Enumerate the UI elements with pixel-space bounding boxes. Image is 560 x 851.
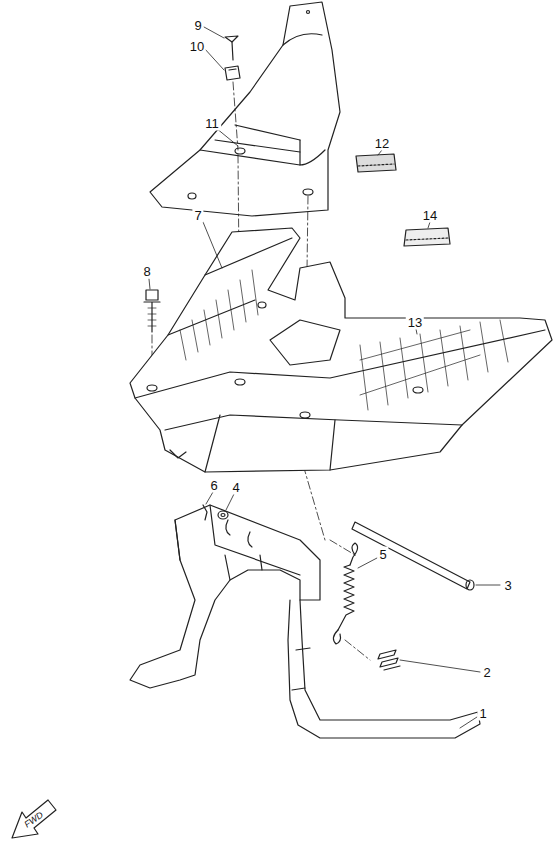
callout-number: 5 [377, 547, 388, 562]
callout-number: 9 [192, 18, 203, 33]
callout-number: 14 [421, 208, 439, 223]
callout-number: 1 [477, 706, 488, 721]
callout-number: 10 [188, 39, 206, 54]
callout-number: 3 [502, 578, 513, 593]
callout-number: 7 [192, 208, 203, 223]
callout-number: 11 [203, 116, 221, 131]
callout-number: 13 [406, 315, 424, 330]
callout-number: 12 [373, 136, 391, 151]
callout-number: 8 [141, 264, 152, 279]
callout-number: 2 [481, 665, 492, 680]
callout-number: 4 [230, 480, 241, 495]
callout-number: 6 [208, 478, 219, 493]
